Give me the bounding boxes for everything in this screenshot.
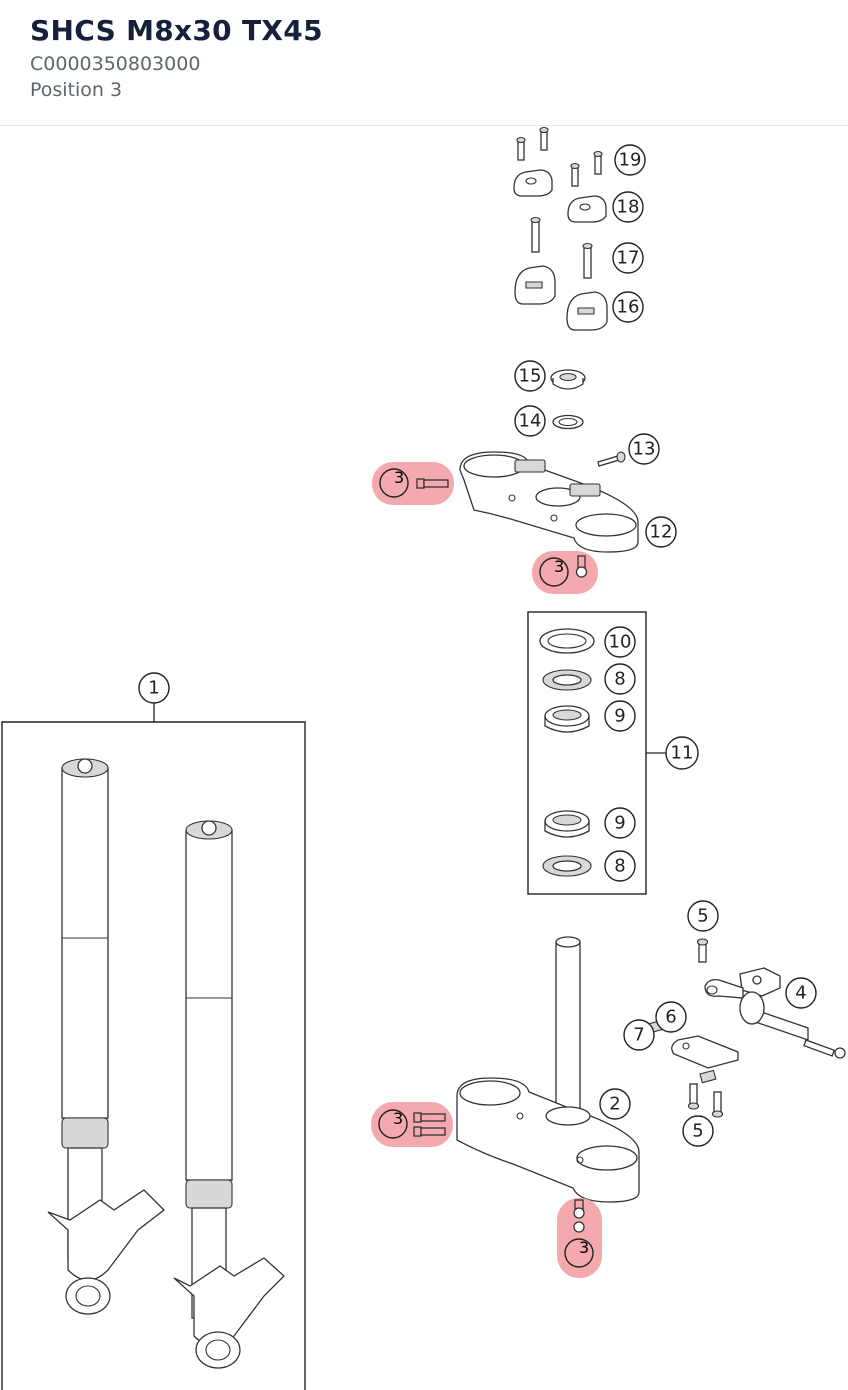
callout-label: 18 [617, 197, 640, 218]
callout-7[interactable]: 7 [623, 1019, 655, 1051]
article-code: C0000350803000 [30, 53, 201, 75]
callout-label: 15 [519, 366, 542, 387]
washer [552, 414, 584, 430]
callout-2[interactable]: 2 [599, 1088, 631, 1120]
callout-6[interactable]: 6 [655, 1001, 687, 1033]
highlight-label: 3 [393, 1109, 403, 1128]
callout-18[interactable]: 18 [612, 191, 644, 223]
bearing-seal-ring [539, 628, 595, 654]
fork-leg-right [173, 820, 285, 1369]
callout-label: 8 [614, 856, 625, 877]
callout-15[interactable]: 15 [514, 360, 546, 392]
highlight-label: 3 [579, 1238, 589, 1257]
fork-set-frame [1, 721, 306, 1390]
highlight-position-3-lower-bottom[interactable]: 3 [557, 1198, 602, 1278]
clamp-bolt [597, 451, 626, 467]
callout-17[interactable]: 17 [612, 242, 644, 274]
callout-label: 8 [614, 669, 625, 690]
callout-14[interactable]: 14 [514, 405, 546, 437]
callout-label: 1 [148, 678, 159, 699]
steering-damper-lower-bolts [687, 1083, 724, 1118]
callout-1[interactable]: 1 [138, 672, 170, 704]
callout-label: 13 [633, 439, 656, 460]
callout-8-upper[interactable]: 8 [604, 663, 636, 695]
callout-4[interactable]: 4 [785, 977, 817, 1009]
position-label: Position 3 [30, 79, 123, 101]
callout-5-upper[interactable]: 5 [687, 900, 719, 932]
handlebar-clamp-bolts [516, 126, 603, 187]
part-header: SHCS M8x30 TX45 C0000350803000 Position … [0, 0, 848, 126]
callout-label: 2 [609, 1094, 620, 1115]
callout-label: 16 [617, 297, 640, 318]
callout-label: 17 [617, 248, 640, 269]
callout-5-lower[interactable]: 5 [682, 1115, 714, 1147]
steering-damper [704, 967, 846, 1059]
highlight-position-3-lower-left[interactable]: 3 [371, 1102, 453, 1147]
callout-label: 5 [692, 1121, 703, 1142]
lower-triple-clamp-with-stem [456, 936, 640, 1203]
damper-bracket [671, 1035, 739, 1069]
handlebar-clamp-upper [513, 169, 607, 223]
callout-label: 19 [619, 150, 642, 171]
callout-8-lower[interactable]: 8 [604, 850, 636, 882]
handlebar-clamp-lower [514, 265, 608, 331]
part-title: SHCS M8x30 TX45 [30, 14, 323, 47]
bearing-cup-upper [542, 669, 592, 691]
bearing-cup-lower [542, 855, 592, 877]
callout-label: 10 [609, 632, 632, 653]
fork-leg-left [47, 758, 165, 1315]
callout-label: 5 [697, 906, 708, 927]
callout-16[interactable]: 16 [612, 291, 644, 323]
callout-label: 6 [665, 1007, 676, 1028]
callout-9-upper[interactable]: 9 [604, 700, 636, 732]
highlight-position-3-upper-left[interactable]: 3 [372, 462, 454, 505]
tapered-bearing-lower [544, 810, 590, 838]
callout-19[interactable]: 19 [614, 144, 646, 176]
handlebar-clamp-long-bolts [530, 216, 593, 279]
callout-label: 11 [671, 743, 694, 764]
callout-label: 4 [795, 983, 806, 1004]
callout-label: 9 [614, 706, 625, 727]
upper-triple-clamp [459, 451, 639, 553]
callout-9-lower[interactable]: 9 [604, 807, 636, 839]
steering-head-nut [550, 369, 586, 390]
highlight-label: 3 [394, 468, 404, 487]
callout-13[interactable]: 13 [628, 433, 660, 465]
steering-damper-top-bolt [696, 938, 709, 963]
callout-label: 14 [519, 411, 542, 432]
callout-11[interactable]: 11 [665, 736, 699, 770]
callout-label: 7 [633, 1025, 644, 1046]
tapered-bearing-upper [544, 705, 590, 733]
callout-label: 9 [614, 813, 625, 834]
callout-10[interactable]: 10 [604, 626, 636, 658]
callout-12[interactable]: 12 [645, 516, 677, 548]
callout-label: 12 [650, 522, 673, 543]
highlight-position-3-upper-bottom[interactable]: 3 [532, 551, 598, 594]
highlight-label: 3 [554, 557, 564, 576]
